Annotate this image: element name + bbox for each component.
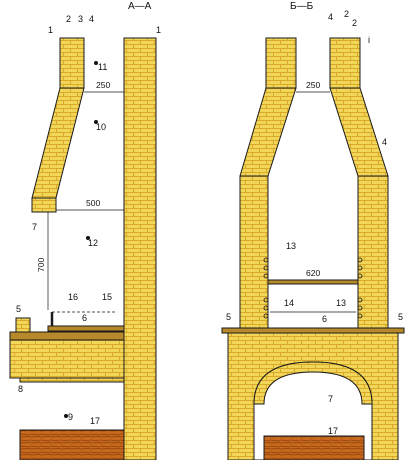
left-flue-slope [31,87,85,199]
right-slab [221,327,405,334]
right-grill-supports [263,257,363,319]
svg-text:620: 620 [306,268,320,278]
left-flue-base [31,197,57,213]
right-arch-brick [253,361,373,405]
svg-text:7: 7 [328,394,333,404]
svg-text:14: 14 [284,298,294,308]
svg-text:3: 3 [78,14,83,24]
left-labels: 1 2 3 4 1 11 10 7 12 5 16 15 6 8 9 17 25… [16,14,161,426]
svg-text:11: 11 [98,62,107,72]
svg-text:6: 6 [322,314,327,324]
left-lower-bay-top [19,377,125,383]
left-firewood [19,429,125,460]
svg-text:17: 17 [328,426,338,436]
right-taper-right [329,87,389,177]
svg-text:10: 10 [96,122,106,132]
left-chimney-top [59,37,85,89]
left-markers [64,61,98,418]
svg-text:2: 2 [66,14,71,24]
svg-text:13: 13 [336,298,346,308]
svg-text:9: 9 [68,412,73,422]
left-guides [47,91,124,313]
right-stack-left [265,37,297,89]
svg-text:2: 2 [344,9,349,19]
svg-text:13: 13 [286,241,296,251]
left-slab [47,325,125,332]
right-stack-right [329,37,361,89]
right-section [221,37,405,460]
svg-text:i: i [368,35,370,45]
left-back-column [123,37,157,460]
svg-text:17: 17 [90,416,100,426]
title-left: A—A [128,1,152,12]
svg-text:1: 1 [48,25,53,35]
svg-text:12: 12 [88,238,98,248]
left-base [9,339,125,379]
svg-text:4: 4 [382,137,387,147]
title-right: Б—Б [290,1,314,12]
svg-text:5: 5 [16,304,21,314]
right-guides [270,91,356,313]
svg-text:15: 15 [102,292,112,302]
svg-text:6: 6 [82,313,87,323]
svg-text:5: 5 [226,312,231,322]
svg-text:16: 16 [68,292,78,302]
svg-text:250: 250 [306,80,320,90]
svg-text:500: 500 [86,198,100,208]
svg-text:5: 5 [398,312,403,322]
right-labels: 4 2 2 i 4 13 14 13 5 6 5 7 17 250 620 [226,9,403,436]
svg-text:7: 7 [32,222,37,232]
svg-text:8: 8 [18,384,23,394]
left-section [9,37,157,460]
left-hearth-ledge [9,331,125,341]
left-ledge-block [15,317,31,333]
svg-text:4: 4 [89,14,94,24]
right-taper-left [239,87,297,177]
svg-text:700: 700 [36,258,46,272]
svg-text:1: 1 [156,25,161,35]
right-wall-right [357,175,389,332]
svg-text:2: 2 [352,18,357,28]
svg-text:4: 4 [328,12,333,22]
right-grill [267,279,359,285]
svg-text:250: 250 [96,80,110,90]
right-firewood [263,435,365,460]
